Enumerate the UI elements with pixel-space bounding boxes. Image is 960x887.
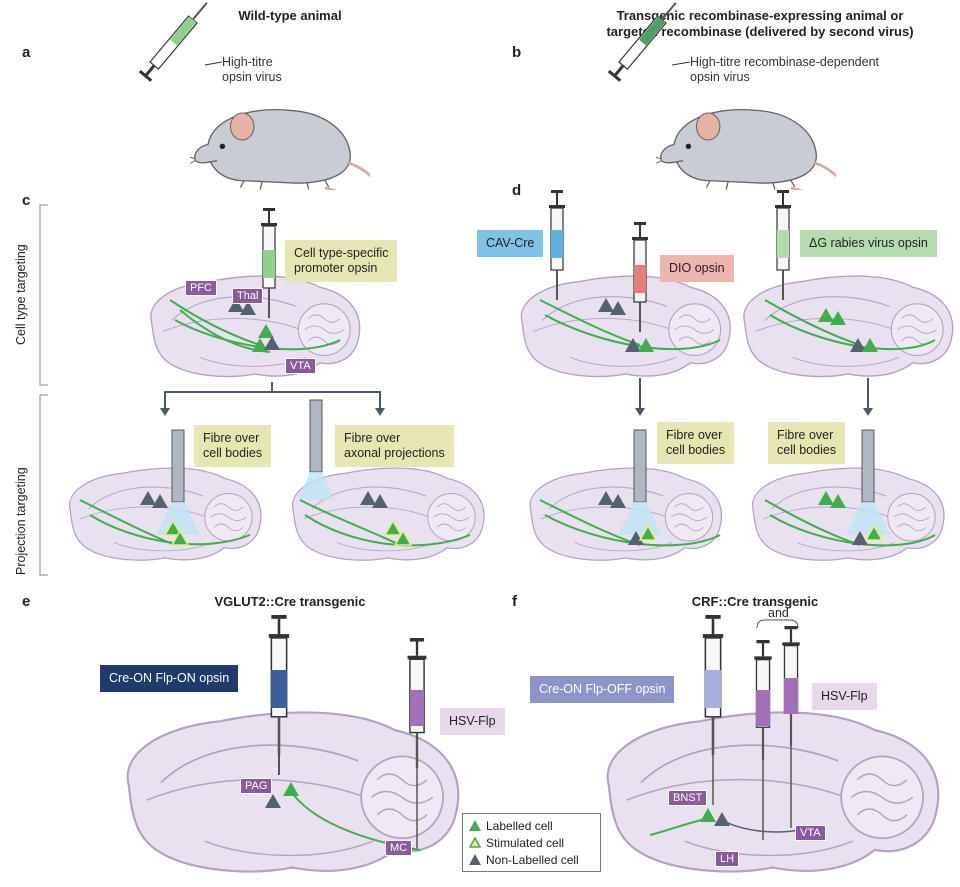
stimulated-cell-icon (469, 837, 481, 848)
callout-fibre-cell-d2-line2: cell bodies (777, 443, 837, 457)
callout-dio-opsin: DIO opsin (660, 255, 734, 282)
legend-non-labelled: Non-Labelled cell (469, 851, 594, 868)
note-b: High-titre recombinase-dependent opsin v… (690, 55, 879, 85)
heading-transgenic-line2: targeted recombinase (delivered by secon… (606, 24, 914, 39)
callout-fibre-cell-d1-line1: Fibre over (666, 428, 723, 442)
callout-fibre-axon-line1: Fibre over (344, 431, 401, 445)
panel-label-a: a (22, 44, 31, 61)
callout-hsv-flp-f: HSV-Flp (812, 683, 877, 710)
callout-cre-on-flp-off: Cre-ON Flp-OFF opsin (530, 676, 675, 703)
callout-fibre-cell-c-line2: cell bodies (203, 446, 263, 460)
callout-fibre-axon: Fibre over axonal projections (335, 425, 454, 467)
callout-promoter-line2: promoter opsin (294, 261, 378, 275)
callout-fibre-cell-c: Fibre over cell bodies (194, 425, 272, 467)
callout-fibre-cell-d1-line2: cell bodies (666, 443, 726, 457)
legend: Labelled cell Stimulated cell Non-Labell… (462, 813, 601, 872)
region-thal: Thal (232, 288, 264, 304)
note-b-line2: opsin virus (690, 70, 750, 84)
panel-label-c: c (22, 192, 31, 209)
labelled-cell-icon (469, 820, 481, 831)
note-a-line2: opsin virus (222, 70, 282, 84)
note-b-line1: High-titre recombinase-dependent (690, 55, 879, 69)
legend-labelled: Labelled cell (469, 817, 594, 834)
region-vta-f: VTA (795, 825, 826, 841)
region-lh: LH (715, 851, 740, 867)
callout-cav-cre: CAV-Cre (477, 230, 544, 257)
callout-promoter-opsin: Cell type-specific promoter opsin (285, 240, 398, 282)
note-a-line1: High-titre (222, 55, 273, 69)
panel-label-b: b (512, 44, 522, 61)
region-pag: PAG (240, 778, 273, 794)
panel-label-d: d (512, 182, 522, 199)
legend-labelled-text: Labelled cell (486, 818, 553, 833)
region-bnst: BNST (668, 790, 708, 806)
note-a: High-titre opsin virus (222, 55, 282, 85)
label-and: and (768, 606, 789, 620)
legend-non-labelled-text: Non-Labelled cell (486, 852, 579, 867)
subheading-e: VGLUT2::Cre transgenic (214, 594, 366, 609)
callout-fibre-axon-line2: axonal projections (344, 446, 445, 460)
callout-hsv-flp-e: HSV-Flp (440, 708, 505, 735)
callout-fibre-cell-c-line1: Fibre over (203, 431, 260, 445)
heading-wild-type: Wild-type animal (238, 8, 342, 23)
callout-promoter-line1: Cell type-specific (294, 246, 389, 260)
subheading-f: CRF::Cre transgenic (691, 594, 819, 609)
callout-fibre-cell-d2-line1: Fibre over (777, 428, 834, 442)
legend-stimulated-text: Stimulated cell (486, 835, 565, 850)
callout-fibre-cell-d2: Fibre over cell bodies (768, 422, 846, 464)
non-labelled-cell-icon (469, 854, 481, 865)
heading-transgenic: Transgenic recombinase-expressing animal… (560, 8, 960, 40)
callout-cre-on-flp-on: Cre-ON Flp-ON opsin (100, 665, 239, 692)
legend-stimulated: Stimulated cell (469, 834, 594, 851)
region-pfc: PFC (185, 280, 217, 296)
heading-transgenic-line1: Transgenic recombinase-expressing animal… (616, 8, 904, 23)
panel-label-e: e (22, 593, 31, 610)
region-mc: MC (385, 840, 413, 856)
callout-fibre-cell-d1: Fibre over cell bodies (657, 422, 735, 464)
callout-rabies-opsin: ΔG rabies virus opsin (800, 230, 937, 257)
region-vta: VTA (285, 358, 316, 374)
panel-label-f: f (512, 593, 517, 610)
